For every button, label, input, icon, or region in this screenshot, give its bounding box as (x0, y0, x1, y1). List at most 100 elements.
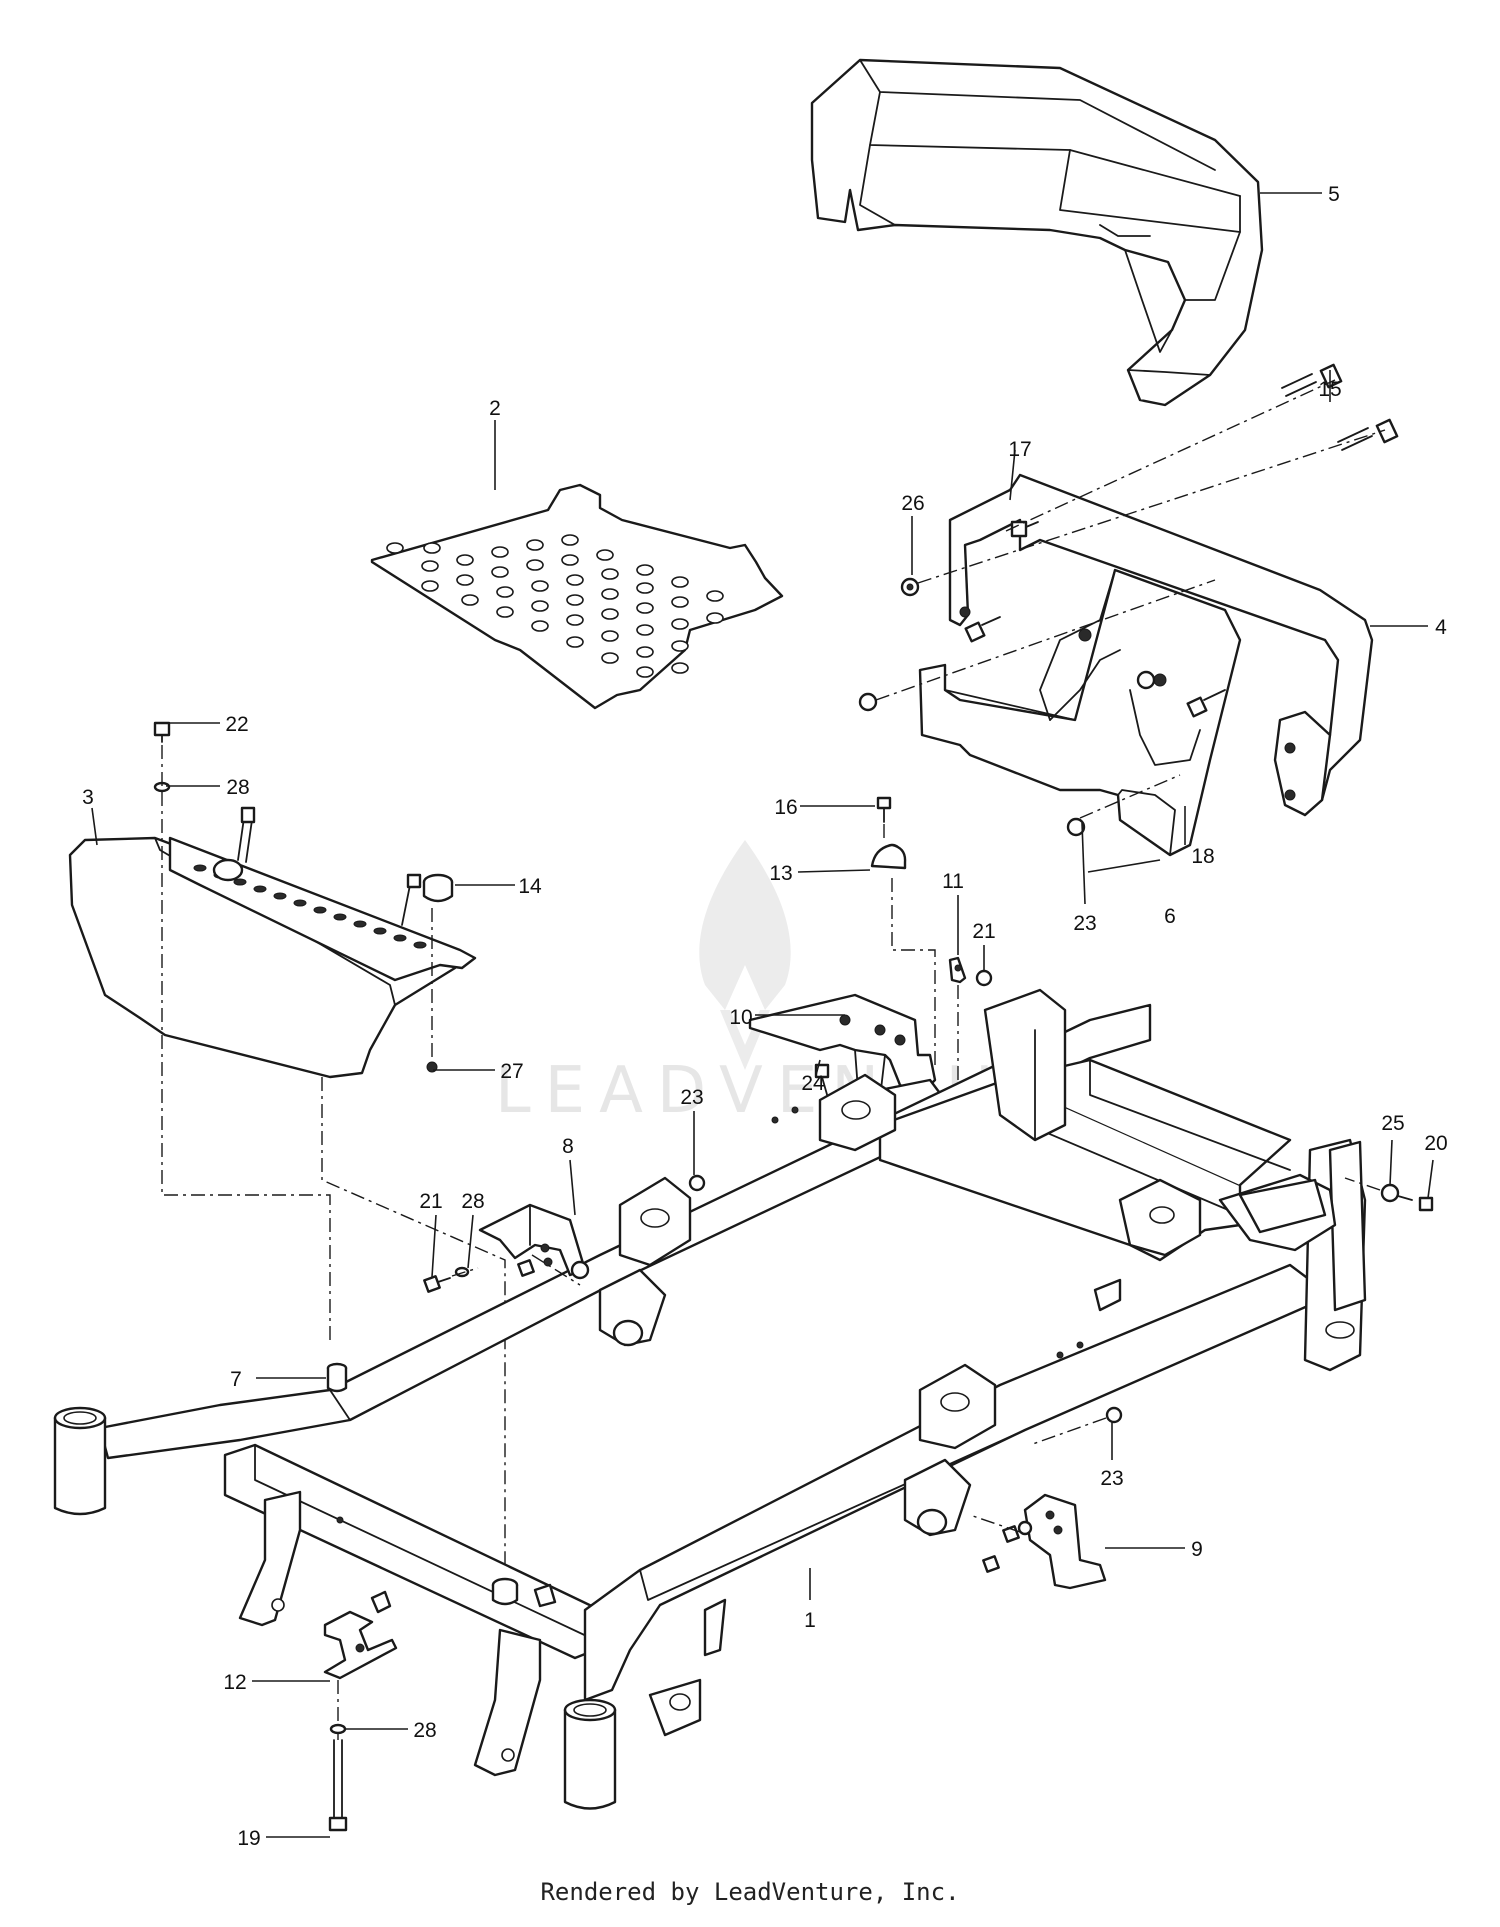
right-pivot-bracket (903, 1363, 997, 1537)
callout-28-mid: 28 (461, 1190, 484, 1213)
part-3-panel-cover (68, 806, 477, 1079)
plate-hole (601, 652, 619, 664)
nut-23-upper (688, 1174, 706, 1192)
callout-24: 24 (801, 1072, 825, 1095)
callout-27: 27 (500, 1060, 523, 1083)
callout-18: 18 (1191, 845, 1214, 868)
callout-13: 13 (769, 862, 792, 885)
nut-25 (1380, 1183, 1400, 1203)
callout-21-left: 21 (419, 1190, 442, 1213)
part-5-rear-cover (810, 58, 1264, 407)
panel-slot (373, 927, 387, 935)
callout-19: 19 (237, 1827, 260, 1850)
callout-25: 25 (1381, 1112, 1404, 1135)
plate-hole (601, 630, 619, 642)
knob-14 (422, 873, 454, 903)
callout-17: 17 (1008, 438, 1031, 461)
panel-slot (193, 864, 207, 872)
footer-credit: Rendered by LeadVenture, Inc. (540, 1878, 960, 1906)
panel-slot (413, 941, 427, 949)
callout-16: 16 (774, 796, 797, 819)
plate-hole (566, 636, 584, 648)
callout-3: 3 (82, 786, 94, 809)
callout-10: 10 (729, 1006, 752, 1029)
plate-hole (531, 600, 549, 612)
bolt-20 (1397, 1195, 1434, 1212)
plate-hole (491, 546, 509, 558)
left-caster-tube (53, 1406, 107, 1516)
plate-hole (671, 618, 689, 630)
part-9-bracket (969, 1493, 1107, 1590)
plate-hole (671, 596, 689, 608)
callout-9: 9 (1191, 1538, 1203, 1561)
panel-slot (333, 913, 347, 921)
hardware-top-left (153, 721, 506, 1580)
plate-hole (456, 554, 474, 566)
panel-slot (293, 899, 307, 907)
plate-hole (601, 568, 619, 580)
plate-hole (531, 580, 549, 592)
floor-plate-holes (386, 534, 724, 678)
plate-hole (491, 566, 509, 578)
washer-28-bottom (329, 1723, 347, 1735)
callout-7: 7 (230, 1368, 242, 1391)
part-12-bracket (323, 1590, 398, 1680)
plate-hole (636, 666, 654, 678)
callout-2: 2 (489, 397, 501, 420)
leader-lines (91, 192, 1434, 1838)
plate-hole (671, 662, 689, 674)
left-pivot-bracket (598, 1176, 692, 1347)
plate-hole (566, 594, 584, 606)
panel-slot (253, 885, 267, 893)
plate-hole (566, 574, 584, 586)
panel-slot (353, 920, 367, 928)
plate-hole (561, 554, 579, 566)
part-2-floor-plate (370, 483, 784, 710)
part-1-main-frame (53, 988, 1367, 1810)
callout-23-lower: 23 (1100, 1467, 1123, 1490)
plate-hole (423, 542, 441, 554)
callout-15: 15 (1318, 378, 1341, 401)
nut-26 (900, 577, 920, 597)
plate-hole (596, 549, 614, 561)
plate-hole (461, 594, 479, 606)
front-mount-pads (491, 1577, 557, 1608)
callout-28-bottom: 28 (413, 1719, 436, 1742)
callout-12: 12 (223, 1671, 246, 1694)
plate-hole (706, 612, 724, 624)
callout-labels: 1 2 3 4 5 6 7 8 9 10 11 12 13 14 15 16 1… (82, 183, 1448, 1850)
bolt-21-left (423, 1275, 451, 1293)
callout-5: 5 (1328, 183, 1340, 206)
plate-hole (671, 640, 689, 652)
plate-hole (671, 576, 689, 588)
plate-hole (601, 588, 619, 600)
plate-hole (496, 586, 514, 598)
plate-hole (636, 582, 654, 594)
callout-11: 11 (942, 870, 964, 893)
plate-hole (386, 542, 404, 554)
plate-hole (706, 590, 724, 602)
plate-hole (526, 559, 544, 571)
plate-hole (636, 564, 654, 576)
plate-hole (636, 646, 654, 658)
callout-23-upper: 23 (680, 1086, 703, 1109)
callout-22: 22 (225, 713, 248, 736)
plate-hole (421, 560, 439, 572)
plate-hole (636, 602, 654, 614)
callout-20: 20 (1424, 1132, 1447, 1155)
nut-22 (153, 721, 171, 743)
callout-14: 14 (518, 875, 542, 898)
plate-hole (531, 620, 549, 632)
plate-hole (496, 606, 514, 618)
bolt-19 (328, 1739, 348, 1832)
panel-slot (273, 892, 287, 900)
part-4-rear-bumper-frame (948, 473, 1374, 817)
panel-slot (393, 934, 407, 942)
front-deck-hangers (238, 1490, 542, 1777)
panel-slot (313, 906, 327, 914)
plate-hole (601, 608, 619, 620)
plate-hole (561, 534, 579, 546)
callout-21-right: 21 (972, 920, 995, 943)
callout-4: 4 (1435, 616, 1447, 639)
